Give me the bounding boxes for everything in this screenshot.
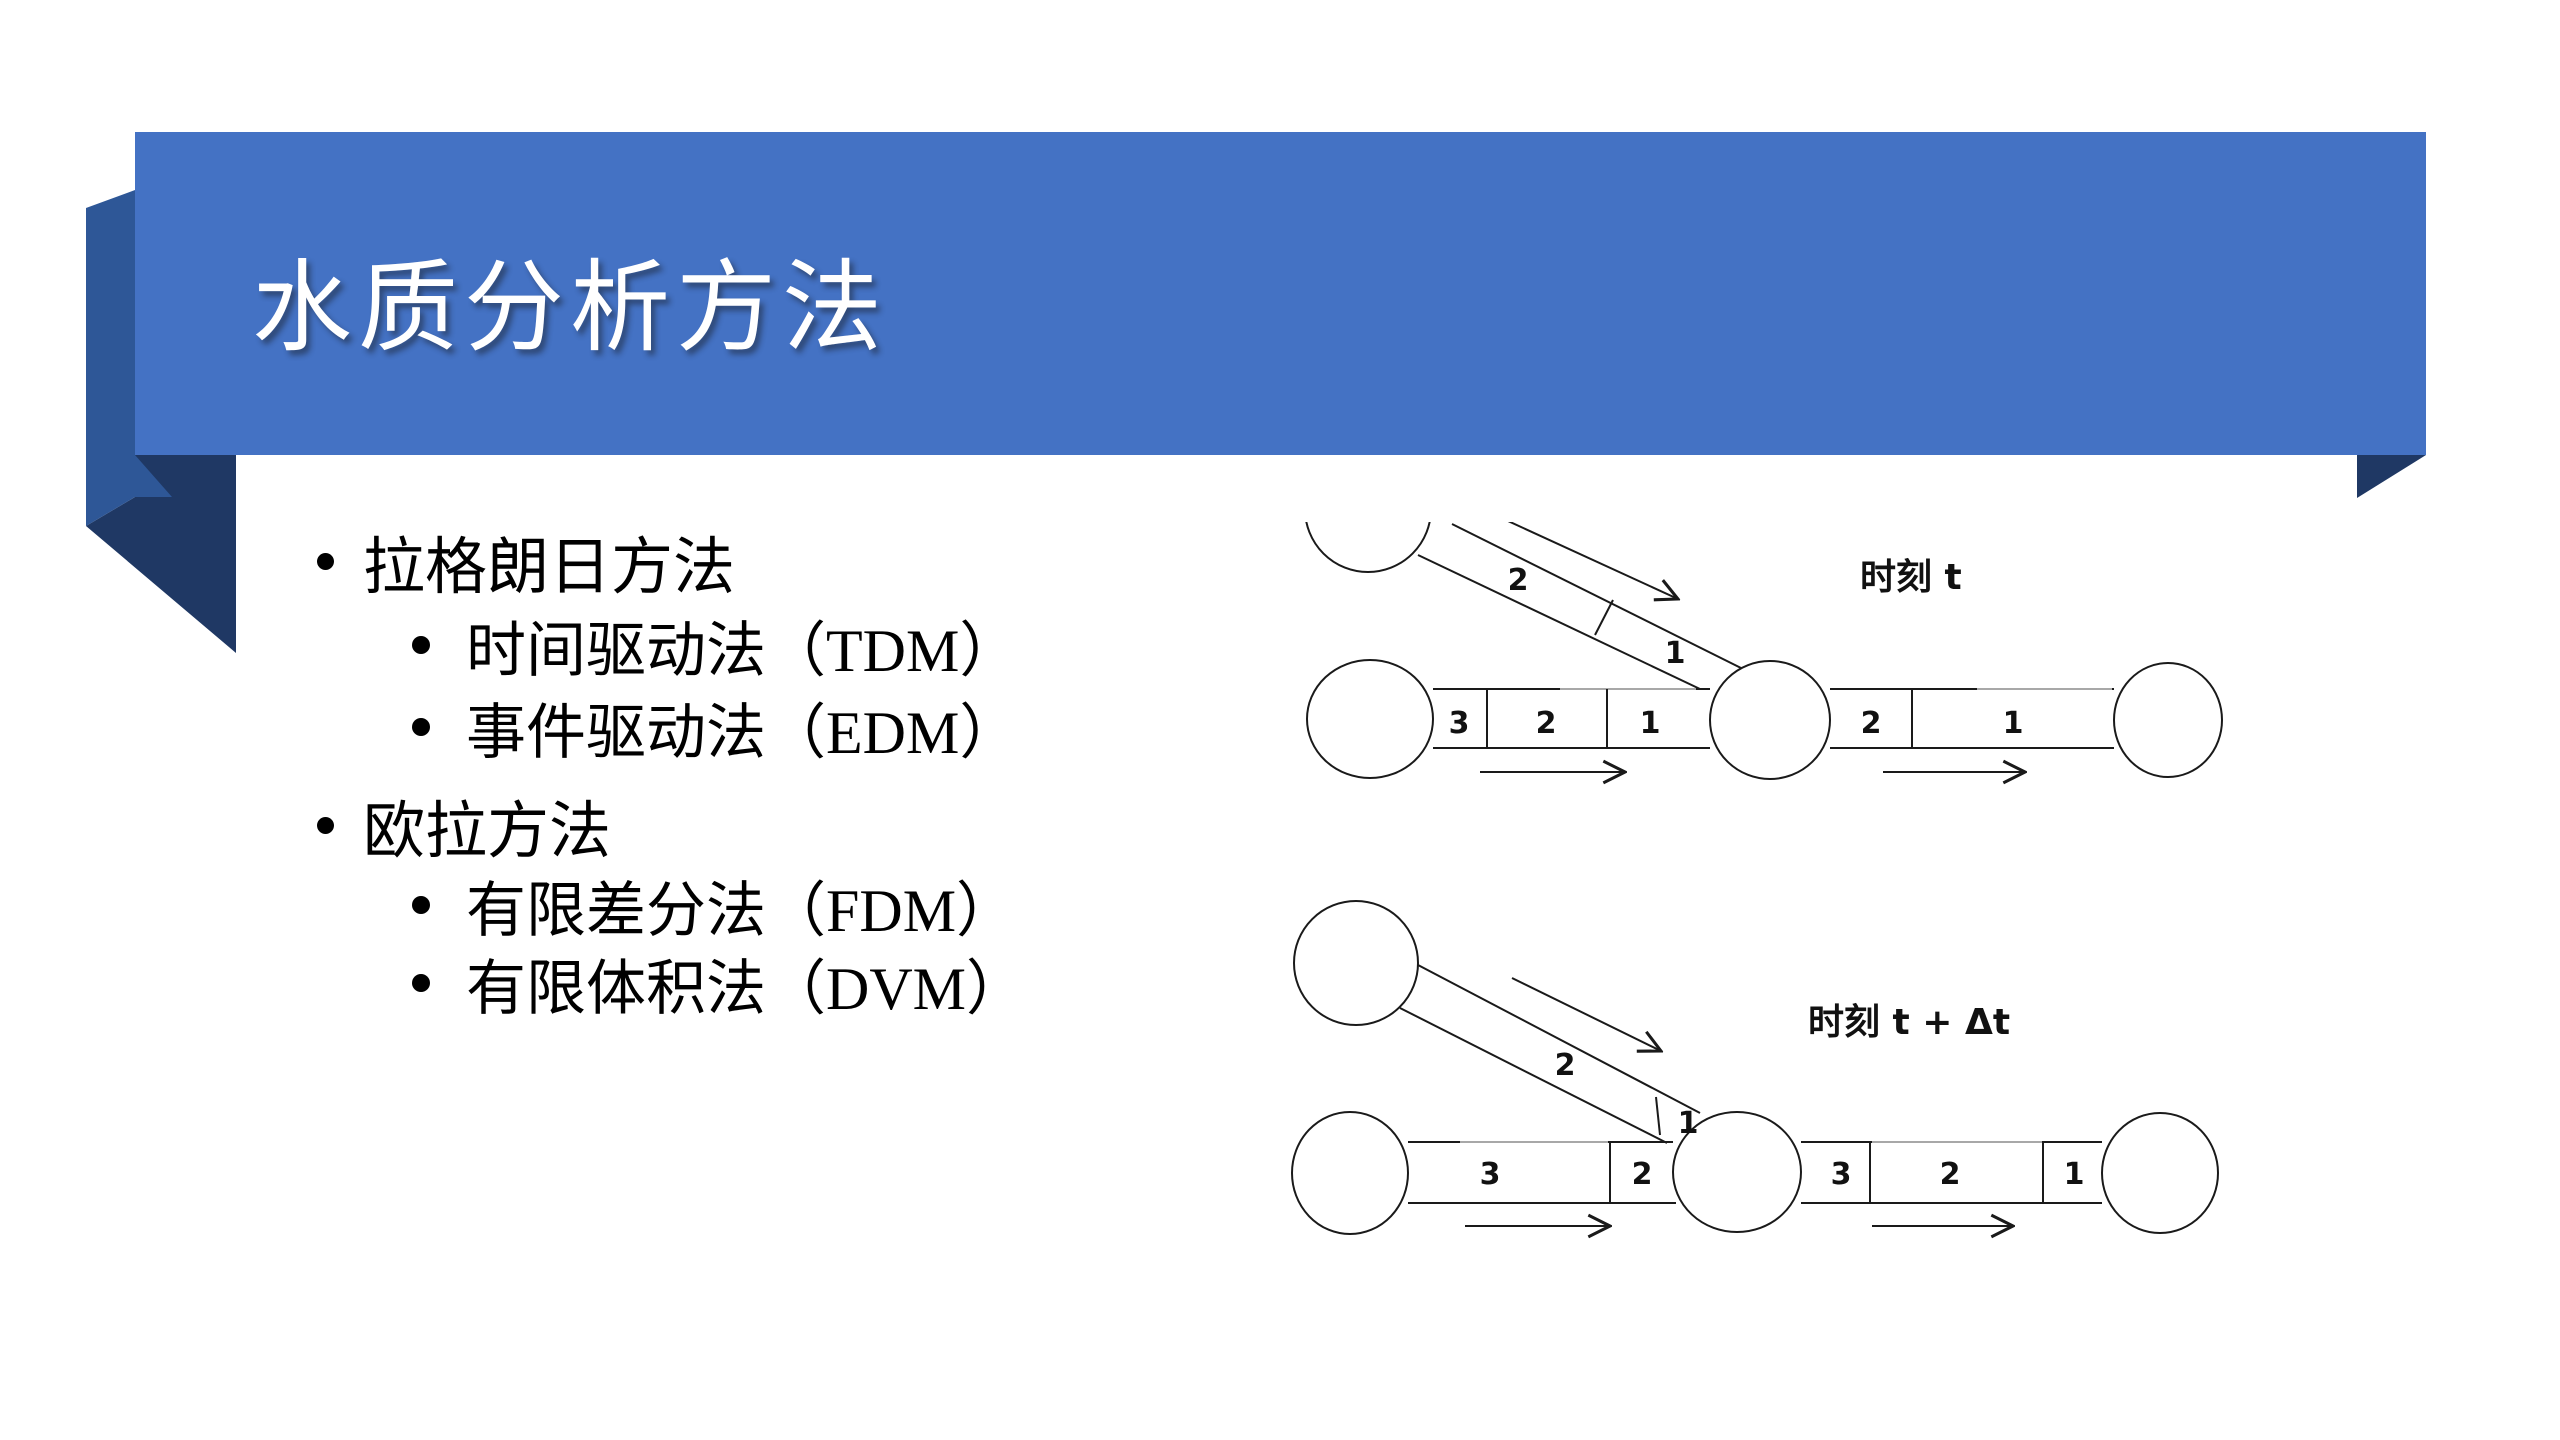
diagram-caption-time-t-dt: 时刻 t + Δt bbox=[1808, 1002, 2010, 1043]
incoming-pipe-edge bbox=[1417, 964, 1701, 1114]
incoming-pipe-edge bbox=[1399, 1007, 1668, 1144]
node-source-top bbox=[1293, 900, 1419, 1026]
bullet-item-tdm: 时间驱动法（TDM） bbox=[412, 606, 1019, 684]
bullet-text: 事件驱动法（EDM） bbox=[466, 699, 1020, 766]
bullet-item-fdm: 有限差分法（FDM） bbox=[412, 866, 1016, 944]
right-pipe-seg-label: 1 bbox=[2064, 1157, 2085, 1192]
bullet-item-dvm: 有限体积法（DVM） bbox=[412, 944, 1026, 1022]
node-junction bbox=[1672, 1111, 1802, 1233]
bullet-text: 时间驱动法（TDM） bbox=[466, 617, 1020, 684]
node-junction bbox=[1709, 660, 1831, 780]
incoming-flow-arrow bbox=[1507, 522, 1678, 599]
ribbon-left-tail bbox=[86, 455, 236, 653]
node-source-top bbox=[1305, 522, 1431, 573]
left-pipe-seg-label: 1 bbox=[1640, 706, 1661, 741]
bullet-dot bbox=[412, 896, 430, 914]
bullet-dot bbox=[317, 552, 334, 570]
bullet-text: 拉格朗日方法 bbox=[363, 534, 736, 602]
incoming-pipe-divider bbox=[1594, 599, 1614, 636]
node-right bbox=[2101, 1112, 2219, 1234]
bullet-text: 有限体积法（DVM） bbox=[466, 955, 1027, 1022]
right-pipe-seg-label: 2 bbox=[1940, 1157, 1961, 1192]
right-pipe-seg-label: 3 bbox=[1831, 1157, 1852, 1192]
diagram-caption-time-t: 时刻 t bbox=[1860, 557, 1962, 598]
bullet-dot bbox=[412, 718, 430, 736]
incoming-seg-label: 1 bbox=[1678, 1106, 1699, 1141]
left-pipe-seg-label: 3 bbox=[1449, 706, 1470, 741]
incoming-seg-label: 2 bbox=[1508, 563, 1529, 598]
bullet-item-edm: 事件驱动法（EDM） bbox=[412, 688, 1019, 766]
left-pipe-seg-label: 3 bbox=[1480, 1157, 1501, 1192]
bullet-item-eulerian: 欧拉方法 bbox=[317, 786, 611, 866]
bullet-dot bbox=[317, 816, 334, 834]
bullet-dot bbox=[412, 974, 430, 992]
diagram-time-t-plus-dt: 2 1 3 2 3 2 1 时刻 t + Δt bbox=[1291, 900, 2219, 1245]
node-left bbox=[1291, 1111, 1409, 1235]
left-pipe-seg-label: 2 bbox=[1536, 706, 1557, 741]
diagram-time-t: 2 1 3 2 1 2 1 时刻 t bbox=[1305, 522, 2223, 812]
bullet-dot bbox=[412, 636, 430, 654]
ribbon-right-fold bbox=[2357, 455, 2426, 498]
right-pipe-seg-label: 2 bbox=[1861, 706, 1882, 741]
incoming-pipe-edge bbox=[1451, 523, 1742, 669]
incoming-seg-label: 2 bbox=[1555, 1048, 1576, 1083]
node-left bbox=[1306, 659, 1434, 779]
incoming-pipe-edge bbox=[1417, 554, 1701, 690]
ribbon-left-fold bbox=[86, 190, 172, 526]
bullet-item-lagrangian: 拉格朗日方法 bbox=[317, 522, 735, 602]
bullet-text: 有限差分法（FDM） bbox=[466, 877, 1017, 944]
left-pipe-seg-label: 2 bbox=[1632, 1157, 1653, 1192]
ribbon-banner bbox=[135, 132, 2426, 455]
bullet-text: 欧拉方法 bbox=[363, 798, 612, 866]
node-right bbox=[2113, 662, 2223, 778]
right-pipe-seg-label: 1 bbox=[2003, 706, 2024, 741]
incoming-flow-arrow bbox=[1511, 977, 1661, 1051]
incoming-pipe-divider bbox=[1655, 1096, 1661, 1136]
slide-title: 水质分析方法 bbox=[252, 253, 888, 364]
incoming-seg-label: 1 bbox=[1665, 636, 1686, 671]
